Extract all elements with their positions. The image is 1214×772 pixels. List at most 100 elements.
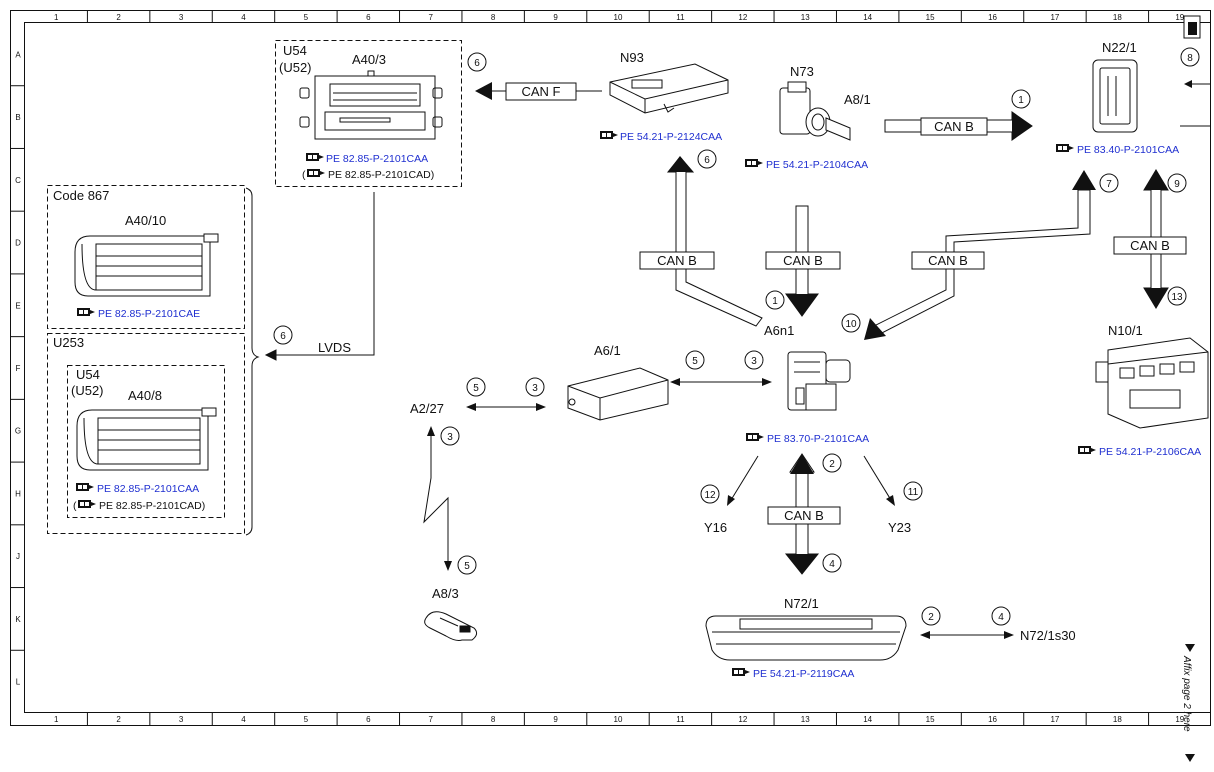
control-unit-a6n1-icon bbox=[787, 351, 851, 411]
component-a8-1-label: A8/1 bbox=[844, 92, 871, 107]
grid-column-ticks bbox=[86, 11, 1150, 726]
grid-column-label: 10 bbox=[614, 13, 623, 22]
ref-a40-3[interactable]: PE 82.85-P-2101CAA bbox=[326, 153, 428, 165]
component-n72-1s30-label: N72/1s30 bbox=[1020, 628, 1076, 643]
grid-column-label: 2 bbox=[116, 715, 121, 724]
bus-can-f: CAN F 6 bbox=[467, 52, 602, 101]
ref-a40-3-paren: ( bbox=[302, 169, 306, 181]
grid-column-label: 14 bbox=[863, 13, 872, 22]
subgroup-u52-label: (U52) bbox=[71, 383, 104, 398]
bus-can-b-2-label: CAN B bbox=[657, 253, 697, 268]
bus-can-b-6-label: CAN B bbox=[784, 508, 824, 523]
grid-row-label: F bbox=[16, 364, 21, 373]
ref-a40-3-alt[interactable]: PE 82.85-P-2101CAD) bbox=[328, 169, 434, 181]
conn-4-a6n1: 4 bbox=[829, 559, 835, 570]
edge-corner-icon bbox=[1183, 15, 1201, 39]
grid-row-label: A bbox=[15, 50, 21, 59]
grid-column-label: 1 bbox=[54, 715, 59, 724]
grid-row-label: E bbox=[15, 301, 20, 310]
component-a6n1: A6n1 PE 83.70-P-2101CAA bbox=[746, 323, 869, 445]
conn-3-a227: 3 bbox=[532, 383, 538, 394]
group-u253: U253 U54 (U52) A40/8 PE 82.85-P-2101CAA … bbox=[47, 333, 245, 534]
grid-column-label: 5 bbox=[304, 715, 309, 724]
conn-5-a61: 5 bbox=[692, 356, 698, 367]
grid-row-label: J bbox=[16, 552, 20, 561]
group-u54-top: U54 (U52) A40/3 PE 82.85-P-2101CAA ( PE … bbox=[275, 40, 462, 187]
conn-2-a6n1: 2 bbox=[829, 459, 835, 470]
grid-column-label: 16 bbox=[988, 13, 997, 22]
ref-a40-10[interactable]: PE 82.85-P-2101CAE bbox=[98, 308, 200, 320]
grid-column-label: 5 bbox=[304, 13, 309, 22]
ref-n72-1[interactable]: PE 54.21-P-2119CAA bbox=[753, 668, 854, 680]
grid-column-label: 11 bbox=[676, 13, 685, 22]
component-a6n1-label: A6n1 bbox=[764, 323, 794, 338]
component-a40-8-label: A40/8 bbox=[128, 388, 162, 403]
conn-1-can: 1 bbox=[1018, 95, 1024, 106]
group-code-867-label: Code 867 bbox=[53, 188, 109, 203]
bus-can-b-5-label: CAN B bbox=[1130, 238, 1170, 253]
module-n93-icon bbox=[609, 63, 729, 114]
component-n22-1: N22/1 PE 83.40-P-2101CAA 8 bbox=[1056, 15, 1210, 156]
grid-column-label: 12 bbox=[738, 13, 747, 22]
a6n1-outputs: Y16 12 Y23 11 bbox=[700, 455, 923, 535]
grid-column-label: 12 bbox=[738, 715, 747, 724]
bus-lvds: LVDS 6 bbox=[245, 187, 375, 536]
grid-column-label: 10 bbox=[614, 715, 623, 724]
frame-inner bbox=[24, 22, 1211, 713]
ref-n22-1[interactable]: PE 83.40-P-2101CAA bbox=[1077, 144, 1179, 156]
ref-n93[interactable]: PE 54.21-P-2124CAA bbox=[620, 131, 722, 143]
grid-column-label: 16 bbox=[988, 715, 997, 724]
component-a2-27: A2/27 5 3 3 5 bbox=[410, 377, 546, 575]
display-a40-8-icon bbox=[76, 407, 217, 471]
grid-column-label: 19 bbox=[1175, 715, 1184, 724]
grid-column-label: 9 bbox=[553, 715, 558, 724]
grid-row-label: K bbox=[15, 615, 21, 624]
component-y16-label: Y16 bbox=[704, 520, 727, 535]
head-unit-a40-3-icon bbox=[299, 70, 443, 140]
group-u52-label: (U52) bbox=[279, 60, 312, 75]
component-a6-1: A6/1 5 3 bbox=[567, 343, 772, 421]
bus-can-b-4: CAN B 7 10 bbox=[841, 170, 1119, 340]
grid-column-label: 8 bbox=[491, 715, 496, 724]
grid-column-label: 6 bbox=[366, 13, 371, 22]
ref-n10-1[interactable]: PE 54.21-P-2106CAA bbox=[1099, 446, 1201, 458]
grid-row-label: G bbox=[15, 427, 21, 436]
bus-can-b-6: CAN B 2 4 bbox=[767, 453, 842, 575]
module-a6-1-icon bbox=[567, 367, 669, 421]
grid-row-label: L bbox=[16, 678, 21, 687]
bus-can-b-3-label: CAN B bbox=[783, 253, 823, 268]
grid-column-label: 1 bbox=[54, 13, 59, 22]
bus-can-b-2: CAN B 6 bbox=[639, 149, 763, 327]
ignition-switch-icon bbox=[779, 81, 851, 141]
frame-outer bbox=[10, 10, 1211, 726]
ref-n73[interactable]: PE 54.21-P-2104CAA bbox=[766, 159, 868, 171]
group-code-867-box bbox=[47, 185, 245, 329]
component-n72-1-label: N72/1 bbox=[784, 596, 819, 611]
conn-12: 12 bbox=[704, 490, 716, 501]
grid-column-label: 15 bbox=[926, 13, 935, 22]
ref-a6n1[interactable]: PE 83.70-P-2101CAA bbox=[767, 433, 869, 445]
group-u54-top-box bbox=[275, 40, 462, 187]
bus-can-b-1: CAN B 1 bbox=[884, 89, 1033, 141]
grid-column-label: 7 bbox=[429, 715, 434, 724]
ref-a40-8[interactable]: PE 82.85-P-2101CAA bbox=[97, 483, 199, 495]
grid-column-label: 18 bbox=[1113, 13, 1122, 22]
grid-column-label: 7 bbox=[429, 13, 434, 22]
conn-6-top: 6 bbox=[474, 58, 480, 69]
ref-a40-8-alt[interactable]: PE 82.85-P-2101CAD) bbox=[99, 500, 205, 512]
bus-can-b-3: CAN B 1 bbox=[765, 205, 841, 317]
conn-6-lvds: 6 bbox=[280, 331, 286, 342]
component-a8-3: A8/3 bbox=[424, 586, 478, 641]
group-code-867: Code 867 A40/10 PE 82.85-P-2101CAE bbox=[47, 185, 245, 329]
display-a40-10-icon bbox=[74, 233, 219, 297]
subgroup-u54-label: U54 bbox=[76, 367, 100, 382]
conn-7: 7 bbox=[1106, 179, 1112, 190]
grid-column-label: 3 bbox=[179, 715, 184, 724]
component-a8-3-label: A8/3 bbox=[432, 586, 459, 601]
bus-can-b-4-label: CAN B bbox=[928, 253, 968, 268]
conn-2-n72: 2 bbox=[928, 612, 934, 623]
component-n93: N93 PE 54.21-P-2124CAA bbox=[600, 50, 729, 143]
ref-a40-8-paren: ( bbox=[73, 500, 77, 512]
